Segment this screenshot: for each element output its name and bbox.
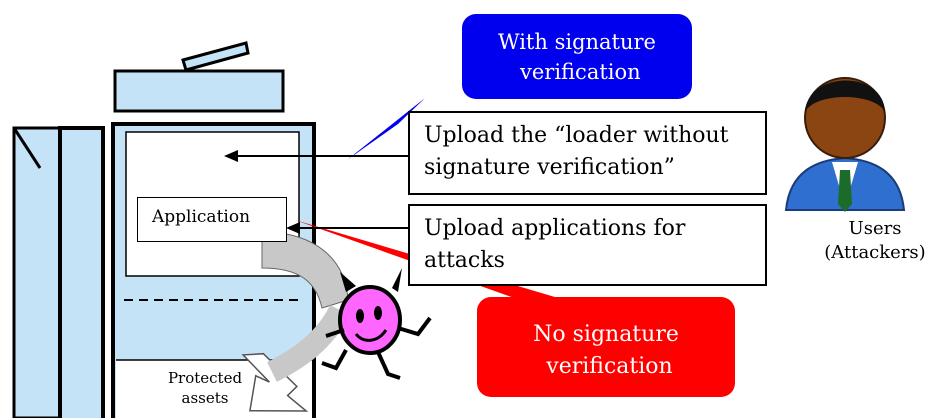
users-label: Users (Attackers)	[824, 218, 926, 263]
user-icon	[784, 77, 906, 212]
curved-arrow-shaft	[266, 304, 350, 382]
no-signature-verification-callout: No signature verification	[477, 297, 735, 397]
application-box: Application	[137, 197, 287, 242]
side-tray	[12, 126, 62, 418]
side-tray-edge	[12, 127, 42, 169]
protected-assets-label: Protected assets	[167, 369, 243, 407]
loader-arrowhead	[224, 150, 238, 162]
device-left-column	[58, 126, 105, 418]
devil-icon	[321, 268, 432, 380]
output-tray	[181, 41, 250, 72]
app-arrowhead	[286, 222, 300, 234]
upload-applications-box: Upload applications for attacks	[408, 204, 767, 286]
device-top-cover	[113, 69, 285, 113]
hollow-arrowhead	[241, 352, 309, 412]
upload-loader-box: Upload the “loader without signature ver…	[408, 111, 767, 195]
blue-callout-tail	[347, 98, 425, 160]
with-signature-verification-callout: With signature verification	[462, 14, 692, 99]
